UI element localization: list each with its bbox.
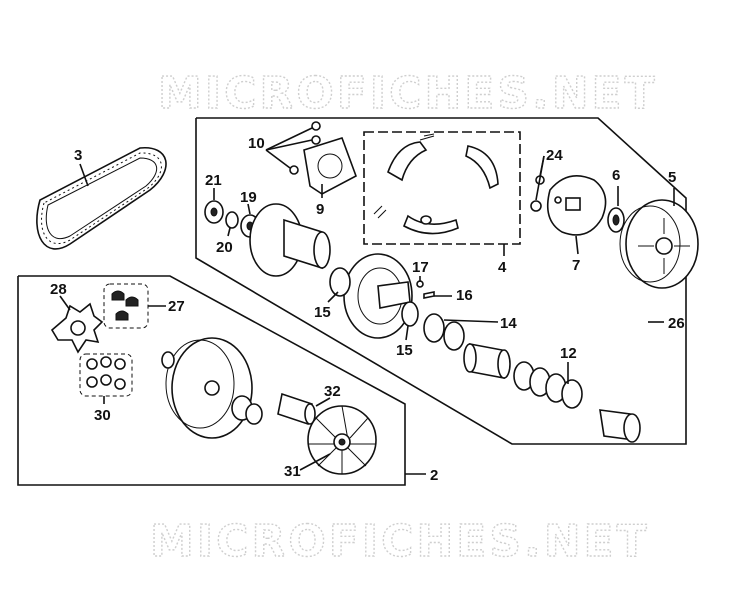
callout-4: 4 xyxy=(498,259,507,276)
seal-20 xyxy=(225,211,239,229)
callout-21: 21 xyxy=(205,172,222,189)
callout-32: 32 xyxy=(324,383,341,400)
drive-belt xyxy=(36,147,167,250)
watermark-bottom: MICROFICHES.NET xyxy=(150,516,650,567)
assembly-2-outline xyxy=(17,275,406,486)
callout-19: 19 xyxy=(240,189,257,206)
assembly-26-outline xyxy=(195,117,687,445)
callout-10: 10 xyxy=(248,135,265,152)
callout-16: 16 xyxy=(456,287,473,304)
spring-seat xyxy=(599,409,641,443)
callout-9: 9 xyxy=(316,201,324,218)
collar xyxy=(231,395,263,425)
callout-30: 30 xyxy=(94,407,111,424)
fasteners-24 xyxy=(530,175,545,212)
seal-15-upper xyxy=(329,267,351,297)
callout-7: 7 xyxy=(572,257,580,274)
driven-face xyxy=(249,203,331,277)
callout-2: 2 xyxy=(430,467,438,484)
spring-12 xyxy=(513,361,583,409)
roller-weights xyxy=(79,353,133,397)
callout-27: 27 xyxy=(168,298,185,315)
callout-3: 3 xyxy=(74,147,82,164)
bearing-21 xyxy=(204,200,224,224)
plate-9 xyxy=(303,137,357,195)
callout-24: 24 xyxy=(546,147,563,164)
callout-17: 17 xyxy=(412,259,429,276)
bushing xyxy=(277,392,316,426)
fan-drive-face xyxy=(307,405,377,475)
callout-31: 31 xyxy=(284,463,301,480)
collar-sleeve xyxy=(463,343,511,379)
callout-6: 6 xyxy=(612,167,620,184)
clutch-shoes xyxy=(373,133,499,235)
callout-26: 26 xyxy=(668,315,685,332)
clutch-carrier xyxy=(546,174,607,236)
ramp-plate xyxy=(50,302,104,354)
movable-drive-face xyxy=(161,337,253,439)
o-rings-14 xyxy=(423,313,465,351)
callout-5: 5 xyxy=(668,169,676,186)
callout-15-upper: 15 xyxy=(314,304,331,321)
slider-set xyxy=(103,283,149,329)
callout-15-lower: 15 xyxy=(396,342,413,359)
callout-28: 28 xyxy=(50,281,67,298)
callout-12: 12 xyxy=(560,345,577,362)
watermark-top: MICROFICHES.NET xyxy=(158,68,658,119)
sliding-sheave xyxy=(343,253,413,339)
callout-14: 14 xyxy=(500,315,517,332)
screw-16 xyxy=(423,291,435,299)
seal-15-lower xyxy=(401,301,419,327)
assembly-4-outline xyxy=(363,131,521,245)
nut-6 xyxy=(607,207,625,233)
leader-lines xyxy=(59,127,675,475)
callout-20: 20 xyxy=(216,239,233,256)
clutch-bell xyxy=(619,199,699,289)
